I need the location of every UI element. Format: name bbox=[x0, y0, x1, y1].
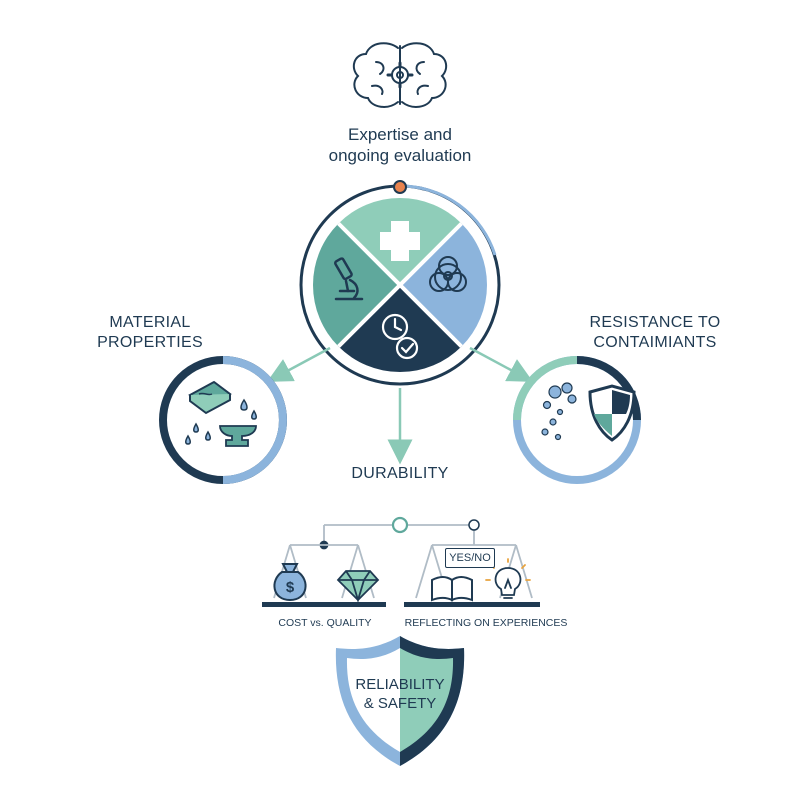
reliability-safety-label: RELIABILITY & SAFETY bbox=[330, 676, 470, 714]
clock-check-icon bbox=[381, 313, 419, 360]
shield-icon bbox=[335, 636, 465, 766]
durability-label: DURABILITY bbox=[351, 465, 449, 482]
center-wheel bbox=[299, 180, 501, 386]
lightbulb-icon bbox=[485, 558, 531, 599]
diamond-icon bbox=[336, 570, 380, 604]
brain-gear-icon bbox=[352, 42, 448, 108]
cost-quality-label: COST vs. QUALITY bbox=[278, 617, 372, 629]
resistance-label: RESISTANCE TO CONTAIMIANTS bbox=[560, 313, 750, 353]
microscope-icon bbox=[334, 257, 364, 301]
yes-no-tag: YES/NO bbox=[445, 548, 495, 568]
material-label-line2: PROPERTIES bbox=[97, 334, 203, 351]
scale-node bbox=[391, 516, 409, 534]
material-properties-label: MATERIAL PROPERTIES bbox=[60, 313, 240, 353]
connector-arrows bbox=[266, 346, 534, 465]
material-drops-anvil-icon bbox=[185, 380, 257, 447]
biohazard-icon bbox=[429, 256, 467, 292]
money-bag-icon: $ bbox=[273, 563, 307, 602]
expertise-label-line2: ongoing evaluation bbox=[328, 146, 472, 166]
svg-text:$: $ bbox=[286, 579, 295, 596]
orange-dot bbox=[393, 180, 407, 194]
resistance-label-line2: CONTAIMIANTS bbox=[593, 334, 717, 351]
reliability-label-line1: RELIABILITY bbox=[355, 676, 445, 693]
reflecting-label: REFLECTING ON EXPERIENCES bbox=[404, 617, 568, 629]
material-properties-circle bbox=[159, 356, 287, 484]
expertise-label: Expertise and ongoing evaluation bbox=[250, 124, 550, 167]
book-icon bbox=[428, 576, 476, 604]
reliability-label-line2: & SAFETY bbox=[363, 694, 437, 712]
shield-particles-icon bbox=[541, 382, 636, 442]
medical-cross-icon bbox=[380, 221, 420, 261]
expertise-label-line1: Expertise and bbox=[348, 125, 452, 144]
material-label-line1: MATERIAL bbox=[109, 314, 191, 331]
resistance-label-line1: RESISTANCE TO bbox=[589, 314, 721, 331]
